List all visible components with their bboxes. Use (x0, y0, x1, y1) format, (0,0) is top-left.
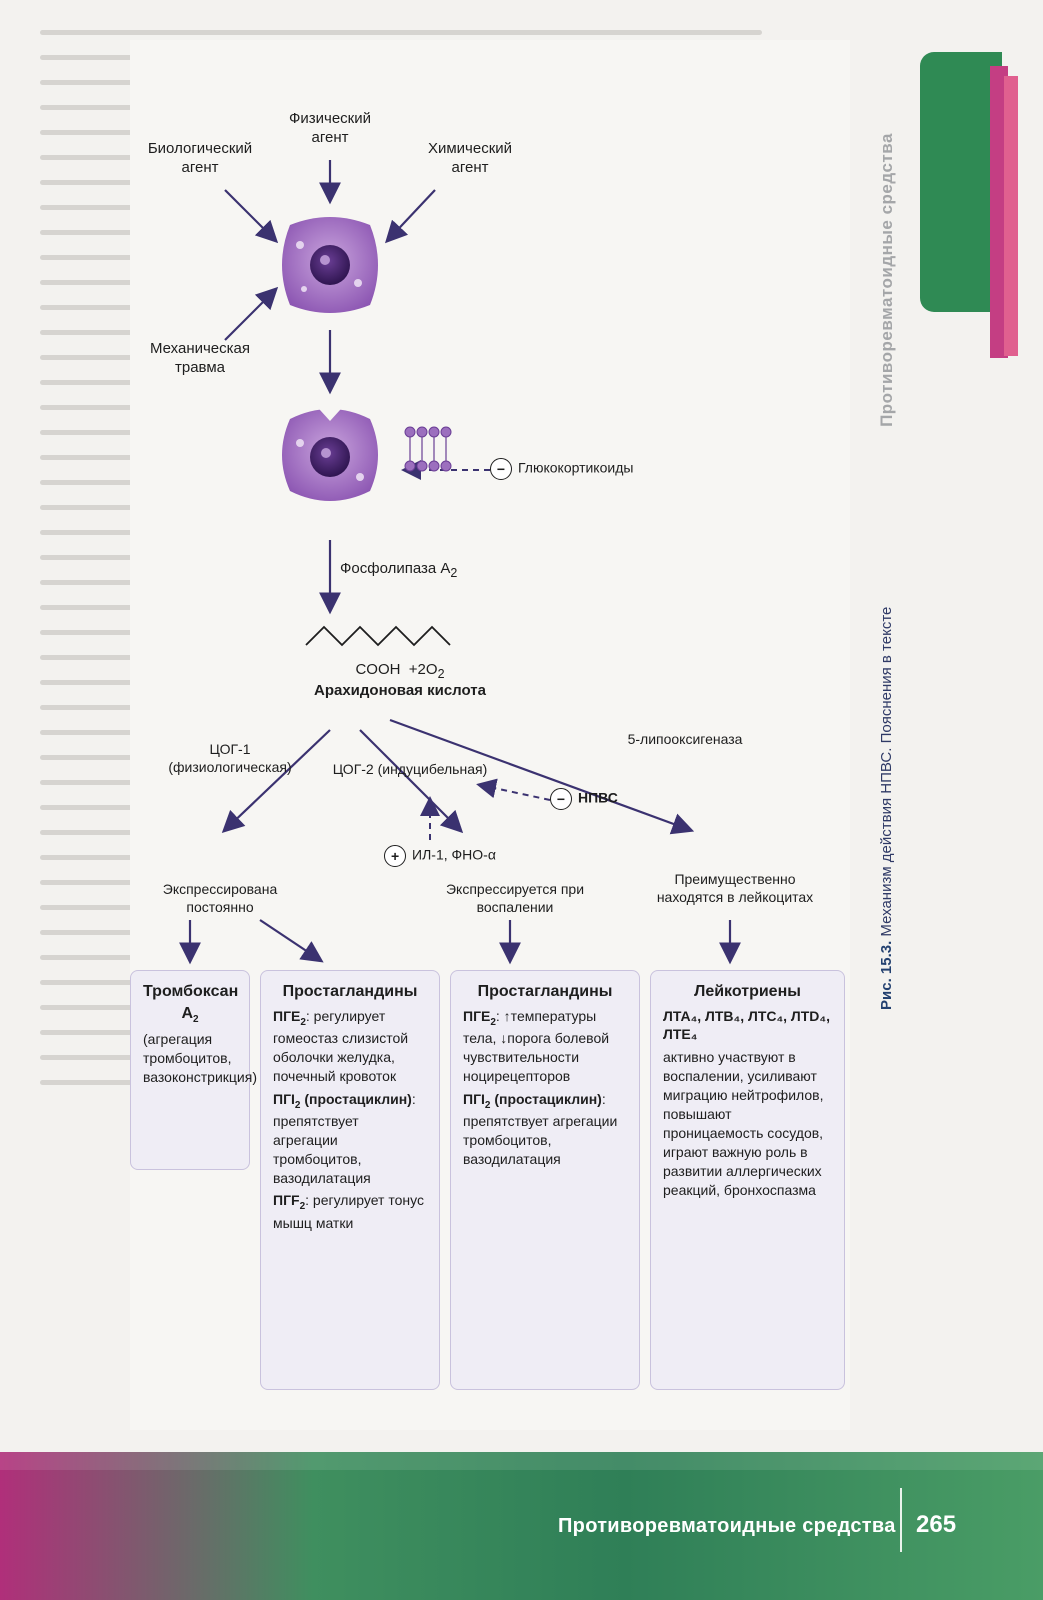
prostaglandins-cox2-box: Простагландины ПГЕ2: ↑температуры тела, … (450, 970, 640, 1390)
minus-sign-nsaid: − (550, 788, 572, 810)
edge-tab-pink (1004, 76, 1018, 356)
cytokines-label: ИЛ-1, ФНО-α (412, 846, 496, 863)
glucocorticoids-inhibitor: −Глюкокортикоиды (490, 458, 690, 480)
page-number: 265 (916, 1511, 957, 1538)
phospholipase-a2: Фосфолипаза A2 (340, 560, 540, 582)
edge-tab-magenta (990, 66, 1008, 358)
arrow-to-prostaglandins-cox1 (259, 919, 324, 963)
phospholipase-label: Фосфолипаза A (340, 560, 451, 577)
pge2-cox1-row: ПГЕ2: регулирует гомеостаз слизистой обо… (273, 1007, 409, 1084)
prostaglandins-cox2-title: Простагландины (477, 983, 613, 1000)
figure-caption: Рис. 15.3. Механизм действия НПВС. Поясн… (878, 490, 895, 1010)
thromboxane-text: (агрегация тромбоцитов, вазоконстрикция) (143, 1031, 257, 1086)
arachidonic-chain-icon (305, 625, 451, 647)
agent-biological: Биологический агент (147, 140, 253, 176)
nsaid-inhibitor: −НПВС (550, 788, 670, 810)
pgi2-cox1-row: ПГI2 (простациклин): препятствует агрега… (273, 1090, 416, 1186)
arrow-cox2 (359, 729, 464, 834)
cox2-label: ЦОГ-2 (индуцибельная) (332, 761, 488, 777)
cox1-expression: Экспрессирована постоянно (162, 881, 278, 916)
leukotrienes-list: ЛТА₄, ЛТВ₄, ЛТС₄, ЛТD₄, ЛТЕ₄ (663, 1007, 830, 1043)
arachidonic-label: Арахидоновая кислота (314, 682, 486, 700)
arrow-chemical-agent (384, 189, 436, 244)
damaged-cell (270, 205, 390, 325)
cytokines-inducer: + ИЛ-1, ФНО-α (370, 845, 510, 867)
phospholipid-molecules-icon (400, 420, 460, 480)
prostaglandins-cox1-title: Простагландины (282, 983, 418, 1000)
cox1-label: ЦОГ-1 (физиологическая) (168, 741, 292, 776)
arachidonic-acid: COOH +2O2 Арахидоновая кислота (260, 615, 540, 701)
section-edge-tabs (920, 52, 1020, 362)
glucocorticoids-label: Глюкокортикоиды (518, 459, 634, 476)
arrow-nsaid-inhibit (476, 778, 551, 801)
leukotrienes-title: Лейкотриены (694, 983, 801, 1000)
cell-membrane-phospholipids (270, 395, 390, 515)
arachidonic-formula: COOH (355, 660, 401, 678)
cox2-expression: Экспрессируется при воспалении (445, 881, 585, 916)
agent-chemical: Химический агент (427, 140, 513, 176)
thromboxane-title: Тромбоксан A2 (143, 983, 239, 1025)
figure-caption-label: Рис. 15.3. (878, 940, 895, 1010)
nsaid-mechanism-diagram: Физический агент Биологический агент Мех… (130, 40, 850, 1430)
arrow-cox1 (221, 729, 331, 834)
arrow-mechanical-trauma (224, 286, 279, 341)
prostaglandins-cox1-box: Простагландины ПГЕ2: регулирует гомеоста… (260, 970, 440, 1390)
oxygen-label: +2O (408, 660, 438, 678)
footer-section-title: Противоревматоидные средства (558, 1515, 896, 1537)
edge-tab-green (920, 52, 1002, 312)
footer-band (0, 1452, 1043, 1600)
lox-expression: Преимущественно находятся в лейкоцитах (656, 871, 814, 906)
thromboxane-box: Тромбоксан A2 (агрегация тромбоцитов, ва… (130, 970, 257, 1170)
footer-divider (900, 1488, 902, 1552)
running-head: Противоревматоидные средства (877, 133, 896, 427)
nsaid-label: НПВС (578, 789, 618, 806)
pgi2-cox2-row: ПГI2 (простациклин): препятствует агрега… (463, 1090, 618, 1167)
minus-sign-glucocorticoids: − (490, 458, 512, 480)
pgf2-cox1-row: ПГF2: регулирует тонус мышц матки (273, 1192, 424, 1231)
lox-label: 5-липооксигеназа (627, 731, 743, 747)
agent-physical: Физический агент (288, 110, 372, 146)
arrow-lox (389, 718, 695, 835)
leukotrienes-text: активно участвуют в воспалении, усиливаю… (663, 1049, 824, 1198)
pge2-cox2-row: ПГЕ2: ↑температуры тела, ↓порога болевой… (463, 1007, 610, 1084)
leukotrienes-box: Лейкотриены ЛТА₄, ЛТВ₄, ЛТС₄, ЛТD₄, ЛТЕ₄… (650, 970, 845, 1390)
phospholipase-sub: 2 (450, 566, 458, 580)
plus-sign-cytokines: + (384, 845, 407, 867)
inflamed-cell-image (282, 399, 378, 501)
figure-caption-text: Механизм действия НПВС. Пояснения в текс… (878, 606, 895, 937)
oxygen-sub: 2 (437, 666, 445, 681)
arrow-biological-agent (224, 189, 279, 244)
agent-mechanical: Механическая травма (149, 340, 251, 376)
damaged-cell-image (282, 217, 378, 313)
